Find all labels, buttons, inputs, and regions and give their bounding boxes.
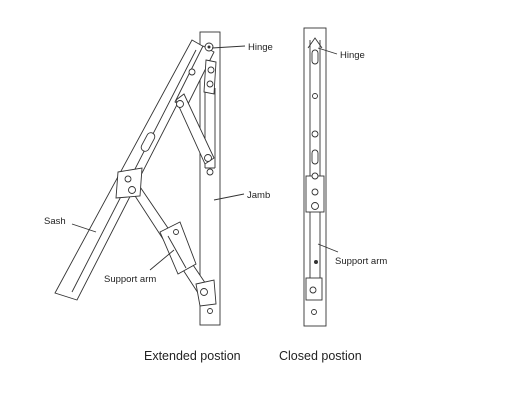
rivet [128,186,136,194]
label-hinge-extended: Hinge [248,42,273,53]
support-arm-leader [149,249,175,271]
closed-rivet [311,130,319,138]
closed-rivet [311,202,319,210]
closed-rivet [311,309,317,315]
caption-closed: Closed postion [279,349,362,363]
closed-rivet [311,188,319,196]
rivet [173,229,179,235]
closed-rivet [312,93,318,99]
closed-rivet [309,286,317,294]
sash-leader [71,223,97,233]
closed-middle-slot [311,149,319,165]
closed-assembly [303,27,327,327]
closed-rivet-center [314,260,318,264]
rivet [206,80,214,88]
sash-bracket [115,167,143,199]
support-arm-housing [159,221,197,275]
hinge-leader [211,45,246,49]
rivet [176,100,184,108]
extended-assembly [54,31,221,326]
label-support-arm-closed: Support arm [335,256,387,267]
caption-extended: Extended postion [144,349,241,363]
label-sash: Sash [44,216,66,227]
label-support-arm-extended: Support arm [104,274,156,285]
hinge-rivet-center [207,45,211,49]
closed-hinge-leader [317,47,338,55]
closed-rivet [311,172,319,180]
rivet [204,154,212,162]
rivet [200,288,208,296]
closed-top-slot [311,49,319,65]
closed-support-arm-leader [317,243,339,253]
rivet [206,168,214,176]
rivet [207,66,215,74]
sash-slot [140,132,156,152]
hinge-plate [203,59,217,95]
housing-detail [167,235,187,269]
cross-arm [175,93,215,165]
closed-top-point [307,37,323,49]
label-hinge-closed: Hinge [340,50,365,61]
jamb-leader [213,193,245,201]
rivet [124,175,132,183]
rivet [207,308,213,314]
rivet [188,68,196,76]
label-jamb: Jamb [247,190,270,201]
